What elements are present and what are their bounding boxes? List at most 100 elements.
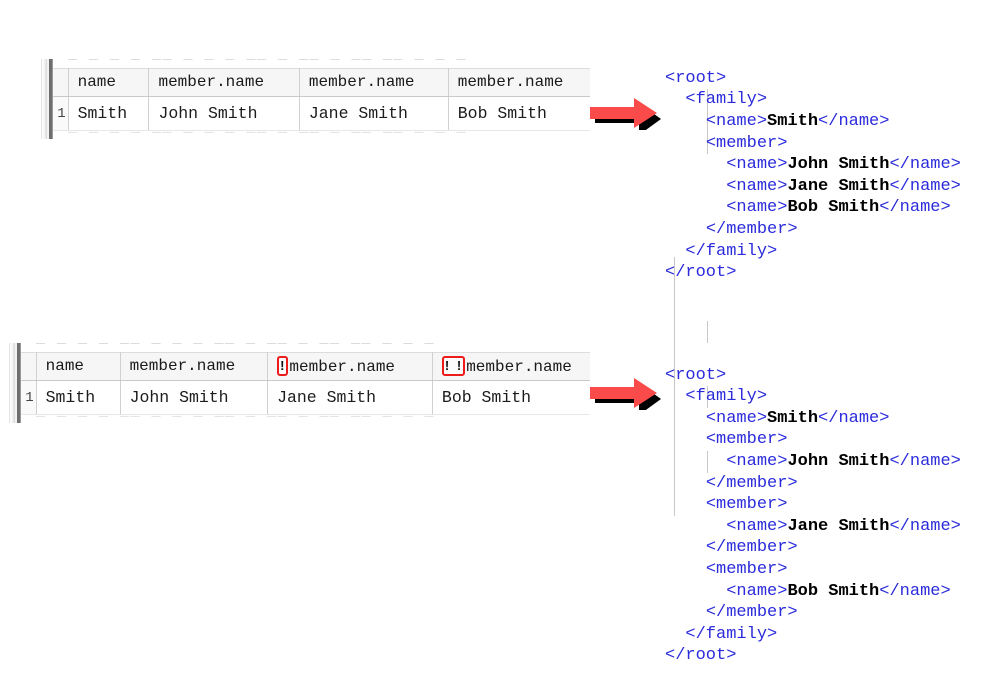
- indent-guide: [707, 451, 708, 473]
- xml-line: <member>: [665, 559, 961, 581]
- xml-tag: <name>: [726, 451, 788, 471]
- xml-tag: <root>: [665, 68, 727, 88]
- scrollbar-thumb[interactable]: [10, 343, 15, 423]
- xml-value: Smith: [767, 408, 819, 428]
- cell-member-name-2[interactable]: Jane Smith: [299, 96, 449, 131]
- column-header-member-name-1[interactable]: member.name: [120, 352, 269, 381]
- xml-line: <name>Bob Smith</name>: [665, 197, 961, 219]
- cell-member-name-1[interactable]: John Smith: [148, 96, 300, 131]
- xml-line: </family>: [665, 624, 961, 646]
- table-header-row: name member.name !member.name ! !member.…: [21, 352, 590, 381]
- xml-tag: <name>: [726, 155, 788, 175]
- cell-member-name-3[interactable]: Bob Smith: [448, 96, 590, 131]
- column-header-name[interactable]: name: [68, 68, 150, 97]
- xml-line: </member>: [665, 602, 961, 624]
- xml-tag: </name>: [889, 176, 961, 196]
- table-left-grip: [49, 59, 53, 139]
- xml-line: </family>: [665, 241, 961, 263]
- xml-line: </member>: [665, 219, 961, 241]
- xml-tag: <name>: [726, 516, 788, 536]
- xml-tag: <family>: [685, 90, 768, 110]
- cell-member-name-3[interactable]: Bob Smith: [432, 380, 590, 415]
- xml-value: John Smith: [787, 155, 890, 175]
- xml-line: </member>: [665, 473, 961, 495]
- xml-line: </root>: [665, 262, 961, 284]
- xml-tag: <family>: [685, 387, 768, 407]
- xml-tag: </name>: [879, 581, 951, 601]
- xml-line: <root>: [665, 365, 961, 387]
- xml-value: Jane Smith: [787, 516, 890, 536]
- scrollbar-thumb[interactable]: [42, 59, 47, 139]
- xml-tag: </name>: [889, 451, 961, 471]
- column-header-member-name-2[interactable]: member.name: [299, 68, 449, 97]
- xml-line: </root>: [665, 645, 961, 667]
- table-header-row: name member.name member.name member.name: [53, 68, 590, 97]
- column-header-rownum: [21, 352, 37, 381]
- column-header-member-name-3[interactable]: ! !member.name: [432, 352, 590, 381]
- result-table-repeated-member: ─ ─ ─ ─ ── ─ ─ ─ ── ─ ── ─ ── ── ─ ─ ─ n…: [8, 343, 590, 425]
- cell-name[interactable]: Smith: [36, 380, 121, 415]
- xml-value: John Smith: [787, 451, 890, 471]
- xml-line: <member>: [665, 133, 961, 155]
- xml-tag: <name>: [705, 111, 768, 131]
- xml-tag: </root>: [665, 263, 737, 283]
- xml-line-list: <root> <family> <name>Smith</name> <memb…: [665, 365, 961, 667]
- row-number-cell: 1: [53, 96, 69, 131]
- clipped-row-below-text: ─ ─ ─ ─ ── ─ ─ ─ ── ─ ── ─ ── ── ─ ─ ─: [68, 131, 468, 141]
- xml-tag: </family>: [685, 624, 778, 644]
- table-left-grip: [17, 343, 21, 423]
- result-table-single-member: ─ ─ ─ ─ ── ─ ─ ─ ── ─ ── ─ ── ── ─ ─ ─ n…: [40, 59, 590, 141]
- clipped-row-below-text: ─ ─ ─ ─ ── ─ ─ ─ ── ─ ── ─ ── ── ─ ─ ─: [36, 415, 436, 425]
- cell-name[interactable]: Smith: [68, 96, 150, 131]
- arrow-bottom: [588, 376, 662, 410]
- data-grid: name member.name member.name member.name…: [53, 68, 590, 131]
- xml-tag: <member>: [705, 430, 788, 450]
- column-header-member-name-2[interactable]: !member.name: [267, 352, 433, 381]
- warning-badge-icon[interactable]: !: [277, 355, 289, 376]
- clipped-row-below: ─ ─ ─ ─ ── ─ ─ ─ ── ─ ── ─ ── ── ─ ─ ─: [30, 415, 590, 425]
- xml-line: <member>: [665, 429, 961, 451]
- indent-guide: [674, 257, 675, 516]
- column-header-name[interactable]: name: [36, 352, 121, 381]
- table-row[interactable]: 1 Smith John Smith Jane Smith Bob Smith: [21, 380, 590, 415]
- xml-line: <name>John Smith</name>: [665, 154, 961, 176]
- xml-line: <name>John Smith</name>: [665, 451, 961, 473]
- xml-tag: </family>: [685, 241, 778, 261]
- cell-member-name-2[interactable]: Jane Smith: [267, 380, 433, 415]
- arrow-right-icon: [590, 98, 661, 130]
- xml-tag: </name>: [879, 198, 951, 218]
- xml-tag: <name>: [705, 408, 768, 428]
- indent-guide: [707, 386, 708, 408]
- xml-value: Smith: [767, 111, 819, 131]
- xml-line-list: <root> <family> <name>Smith</name> <memb…: [665, 68, 961, 284]
- xml-line: <name>Smith</name>: [665, 111, 961, 133]
- clipped-row-above: ─ ─ ─ ─ ── ─ ─ ─ ── ─ ── ─ ── ── ─ ─ ─: [62, 59, 590, 68]
- table-row[interactable]: 1 Smith John Smith Jane Smith Bob Smith: [53, 96, 590, 131]
- clipped-row-above: ─ ─ ─ ─ ── ─ ─ ─ ── ─ ── ─ ── ── ─ ─ ─: [30, 343, 590, 352]
- xml-tag: </root>: [665, 646, 737, 666]
- warning-badge-double-icon[interactable]: ! !: [441, 355, 466, 376]
- indent-guide: [707, 321, 708, 343]
- xml-value: Bob Smith: [787, 581, 880, 601]
- xml-tag: <member>: [705, 559, 788, 579]
- xml-line: <root>: [665, 68, 961, 90]
- xml-line: </member>: [665, 537, 961, 559]
- xml-tag: <member>: [705, 495, 788, 515]
- arrow-right-icon: [590, 378, 661, 410]
- column-header-rownum: [53, 68, 69, 97]
- xml-line: <name>Jane Smith</name>: [665, 516, 961, 538]
- xml-value: Jane Smith: [787, 176, 890, 196]
- column-header-member-name-1[interactable]: member.name: [148, 68, 300, 97]
- xml-tag: </member>: [705, 603, 798, 623]
- xml-tag: </name>: [889, 155, 961, 175]
- column-header-member-name-3[interactable]: member.name: [448, 68, 590, 97]
- xml-tag: <name>: [726, 581, 788, 601]
- xml-tag: </member>: [705, 473, 798, 493]
- xml-value: Bob Smith: [787, 198, 880, 218]
- row-number-cell: 1: [21, 380, 37, 415]
- arrow-top: [588, 96, 662, 130]
- xml-line: <name>Smith</name>: [665, 408, 961, 430]
- clipped-row-above-text: ─ ─ ─ ─ ── ─ ─ ─ ── ─ ── ─ ── ── ─ ─ ─: [68, 59, 468, 68]
- xml-line: <family>: [665, 89, 961, 111]
- cell-member-name-1[interactable]: John Smith: [120, 380, 269, 415]
